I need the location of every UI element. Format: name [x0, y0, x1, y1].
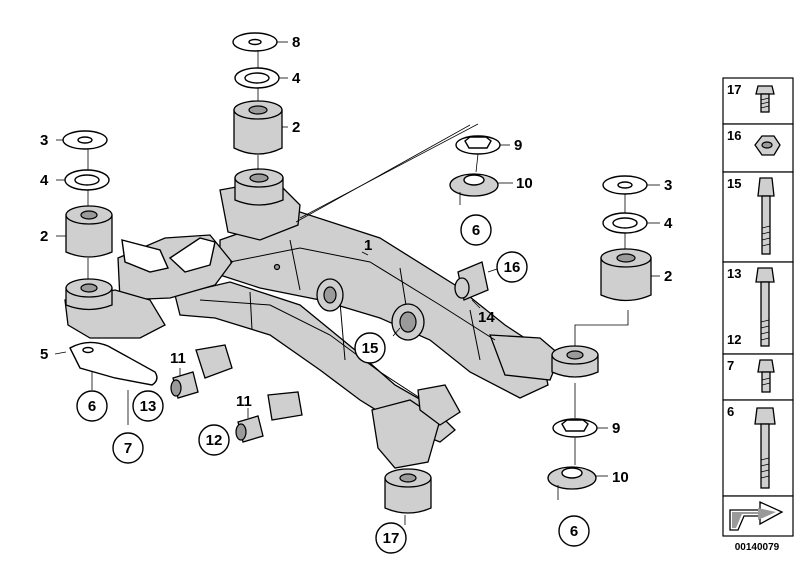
label-1: 1 [364, 237, 372, 254]
long-bolt-icon [757, 177, 775, 255]
label-17: 17 [383, 530, 400, 547]
label-6-top: 6 [472, 222, 480, 239]
hardware-panel: 17 16 15 13 12 7 6 [722, 77, 794, 553]
label-6-lower: 6 [570, 523, 578, 540]
label-2-right: 2 [664, 268, 672, 285]
label-3-left: 3 [40, 132, 48, 149]
bushing-12 [235, 408, 264, 443]
label-6-left: 6 [88, 398, 96, 415]
label-9-top: 9 [514, 137, 522, 154]
label-10-top: 10 [516, 175, 533, 192]
label-8: 8 [292, 34, 300, 51]
label-10-lower: 10 [612, 469, 629, 486]
bracket-5-7 [69, 341, 158, 425]
label-9-lower: 9 [612, 420, 620, 437]
label-7: 7 [124, 440, 132, 457]
label-13: 13 [140, 398, 157, 415]
circled-callouts: 6 16 15 6 7 13 12 6 17 [76, 214, 590, 554]
rubber-mount-17 [384, 468, 432, 525]
label-4-left: 4 [40, 172, 49, 189]
label-4-right: 4 [664, 215, 673, 232]
panel-label-16: 16 [727, 128, 741, 143]
label-4-top: 4 [292, 70, 301, 87]
bolt-icon [757, 359, 775, 393]
bushing-16 [454, 261, 489, 301]
label-14: 14 [478, 309, 495, 326]
rubber-mount-top-center [232, 32, 284, 206]
long-bolt-icon [754, 407, 776, 489]
label-15: 15 [362, 340, 379, 357]
nut-icon [754, 135, 781, 156]
label-5: 5 [40, 346, 48, 363]
label-11-upper: 11 [170, 350, 186, 367]
panel-label-17: 17 [727, 82, 741, 97]
leader-lines [54, 41, 660, 477]
label-2-top: 2 [292, 119, 300, 136]
panel-label-12: 12 [727, 332, 741, 347]
stop-plate-top-right [295, 123, 501, 223]
panel-label-7: 7 [727, 358, 734, 373]
long-bolt-icon [755, 267, 775, 347]
bolt-icon [755, 85, 775, 113]
label-2-left: 2 [40, 228, 48, 245]
label-3-right: 3 [664, 177, 672, 194]
bushing-13 [170, 368, 199, 399]
direction-arrow-icon [729, 500, 784, 531]
label-11-lower: 11 [236, 393, 252, 410]
rubber-mount-right [551, 175, 652, 378]
label-16: 16 [504, 259, 521, 276]
panel-label-15: 15 [727, 176, 741, 191]
callout-labels: 8 4 2 3 4 2 9 10 3 4 2 1 14 5 11 11 9 10 [40, 34, 673, 486]
panel-label-6: 6 [727, 404, 734, 419]
rear-axle-carrier [64, 179, 561, 469]
drawing-reference-number: 00140079 [735, 542, 780, 553]
stop-plate-lower-right [547, 383, 598, 500]
panel-label-13: 13 [727, 266, 741, 281]
rubber-mount-left [62, 130, 113, 311]
label-12: 12 [206, 432, 223, 449]
